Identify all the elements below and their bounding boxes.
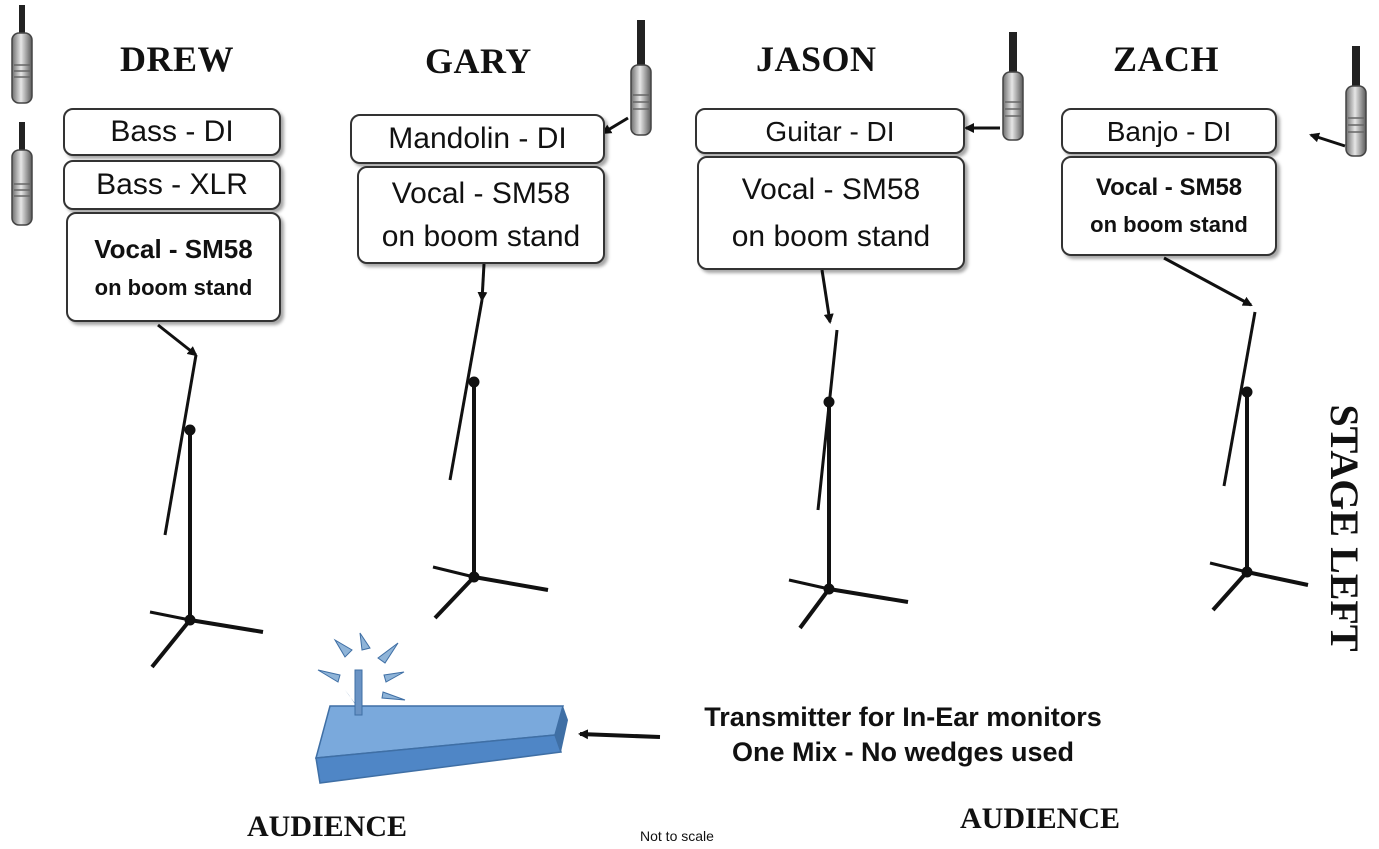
mic-stand-icon xyxy=(149,354,264,669)
musician-name-jason: JASON xyxy=(756,39,877,79)
input-label: Bass - DI xyxy=(110,115,234,149)
vocal-mic-arrow xyxy=(157,323,198,357)
xlr-connector-icon xyxy=(11,122,33,226)
input-label: Vocal - SM58 xyxy=(391,176,571,210)
xlr-connector-icon xyxy=(1345,46,1367,157)
input-box-vocal: Vocal - SM58 on boom stand xyxy=(66,212,281,322)
vocal-mic-arrow xyxy=(1163,256,1253,307)
input-label: Vocal - SM58 xyxy=(1095,174,1243,202)
input-label: Vocal - SM58 xyxy=(94,234,253,264)
input-box-guitar-di: Guitar - DI xyxy=(695,108,965,154)
input-box-bass-di: Bass - DI xyxy=(63,108,281,156)
input-box-vocal: Vocal - SM58 on boom stand xyxy=(357,166,605,264)
mic-stand-icon xyxy=(788,329,909,630)
input-sublabel: on boom stand xyxy=(94,274,253,300)
input-box-vocal: Vocal - SM58 on boom stand xyxy=(1061,156,1277,256)
xlr-connector-icon xyxy=(1002,32,1024,141)
input-sublabel: on boom stand xyxy=(1090,212,1248,238)
input-sublabel: on boom stand xyxy=(381,220,581,253)
vocal-mic-arrow xyxy=(477,263,488,302)
connection-arrow xyxy=(1309,132,1346,148)
xlr-connector-icon xyxy=(11,5,33,104)
input-label: Mandolin - DI xyxy=(388,122,567,156)
input-box-vocal: Vocal - SM58 on boom stand xyxy=(697,156,965,270)
transmitter-label-line1: Transmitter for In-Ear monitors xyxy=(704,702,1102,732)
transmitter-label-line2: One Mix - No wedges used xyxy=(731,737,1075,768)
musician-name-zach: ZACH xyxy=(1113,39,1220,79)
stage-left-label: STAGE LEFT xyxy=(1322,404,1367,652)
transmitter-icon xyxy=(314,632,568,784)
audience-label-right: AUDIENCE xyxy=(960,802,1121,835)
audience-label-left: AUDIENCE xyxy=(247,810,408,843)
musician-name-drew: DREW xyxy=(120,39,235,79)
mic-stand-icon xyxy=(432,299,549,620)
input-box-mandolin-di: Mandolin - DI xyxy=(350,114,605,164)
input-label: Guitar - DI xyxy=(765,115,895,147)
scale-note: Not to scale xyxy=(640,828,714,844)
input-label: Bass - XLR xyxy=(96,168,248,202)
mic-stand-icon xyxy=(1209,311,1309,612)
musician-name-gary: GARY xyxy=(425,41,532,81)
input-box-banjo-di: Banjo - DI xyxy=(1061,108,1277,154)
input-sublabel: on boom stand xyxy=(731,220,931,253)
vocal-mic-arrow xyxy=(820,269,834,324)
xlr-connector-icon xyxy=(630,20,652,136)
transmitter-arrow xyxy=(578,729,661,740)
input-label: Vocal - SM58 xyxy=(741,172,921,206)
input-box-bass-xlr: Bass - XLR xyxy=(63,160,281,210)
connection-arrow xyxy=(601,116,629,135)
input-label: Banjo - DI xyxy=(1106,115,1232,147)
transmitter-label: Transmitter for In-Ear monitors One Mix … xyxy=(668,700,1138,770)
